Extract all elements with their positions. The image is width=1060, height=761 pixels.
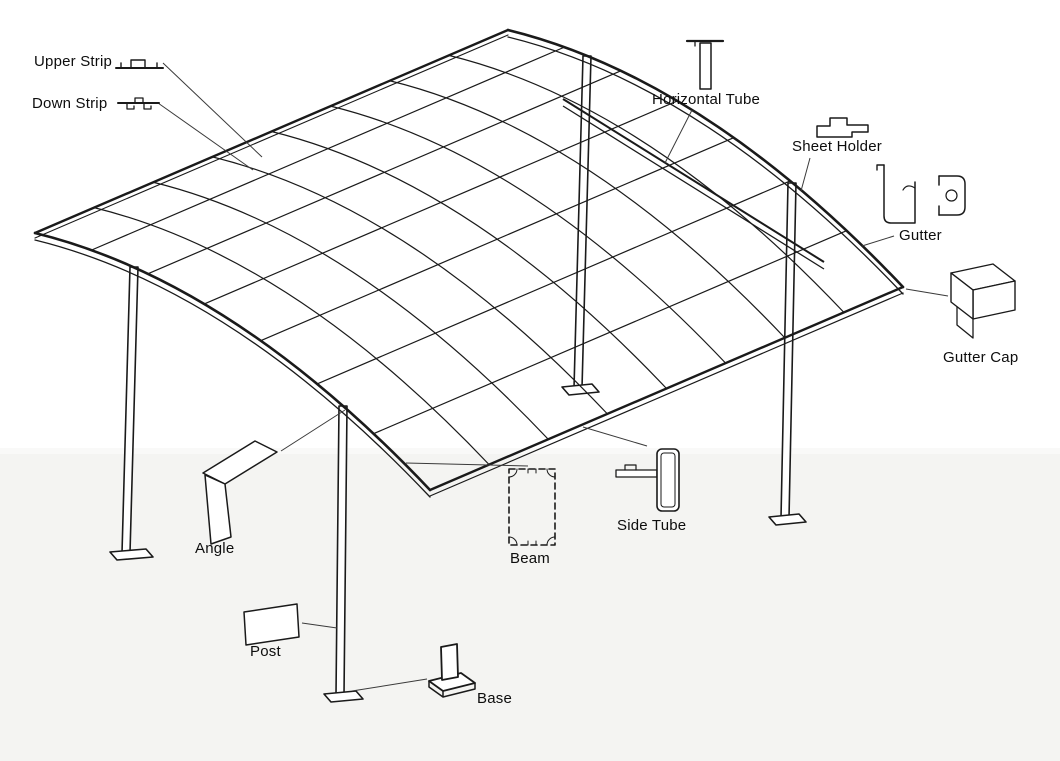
angle-bracket-3d-icon [202, 440, 278, 545]
label-sheet-holder: Sheet Holder [792, 138, 882, 155]
post-front-base-plate [323, 690, 364, 703]
label-horizontal-tube: Horizontal Tube [652, 91, 761, 108]
roof-grid [33, 28, 905, 498]
leader-angle [280, 409, 346, 452]
leader-post [301, 622, 338, 629]
ground-edge [0, 448, 1060, 454]
gutter-profile-icon [876, 164, 966, 224]
label-side-tube: Side Tube [617, 517, 687, 534]
side-tube-profile-icon [615, 448, 680, 512]
leader-beam [405, 462, 529, 467]
component-icons [115, 39, 1016, 698]
post-right-base-plate [768, 513, 807, 526]
ground-plane [0, 454, 1060, 761]
post-back [573, 55, 592, 389]
label-upper-strip: Upper Strip [34, 53, 113, 70]
sheet-holder-profile-icon [816, 117, 869, 138]
label-beam: Beam [510, 550, 550, 567]
beam-cross-section-icon [508, 468, 556, 546]
gutter-cap-3d-icon [950, 263, 1016, 339]
leader-gutter [861, 235, 895, 247]
label-angle: Angle [195, 540, 235, 557]
post-plate-icon [243, 603, 300, 646]
down-strip-profile-icon [117, 97, 160, 110]
leader-upper-strip [162, 62, 263, 158]
leader-lines [157, 62, 949, 692]
label-base: Base [477, 690, 512, 707]
label-down-strip: Down Strip [32, 95, 108, 112]
leader-gutter-cap [905, 288, 949, 297]
leader-base [351, 678, 428, 692]
leader-sheet-holder [800, 157, 811, 192]
leader-down-strip [157, 102, 254, 171]
label-gutter: Gutter [899, 227, 942, 244]
post-left-base-plate [109, 548, 154, 561]
leader-horizontal-tube [664, 109, 693, 164]
base-plate-3d-icon [428, 643, 476, 698]
post-back-base-plate [561, 383, 600, 396]
horizontal-tube-member [562, 98, 825, 270]
posts-group [109, 55, 807, 703]
label-gutter-cap: Gutter Cap [943, 349, 1019, 366]
upper-strip-profile-icon [115, 59, 164, 69]
leader-side-tube [582, 426, 648, 447]
label-post: Post [250, 643, 281, 660]
horizontal-tube-profile-icon [685, 39, 725, 90]
